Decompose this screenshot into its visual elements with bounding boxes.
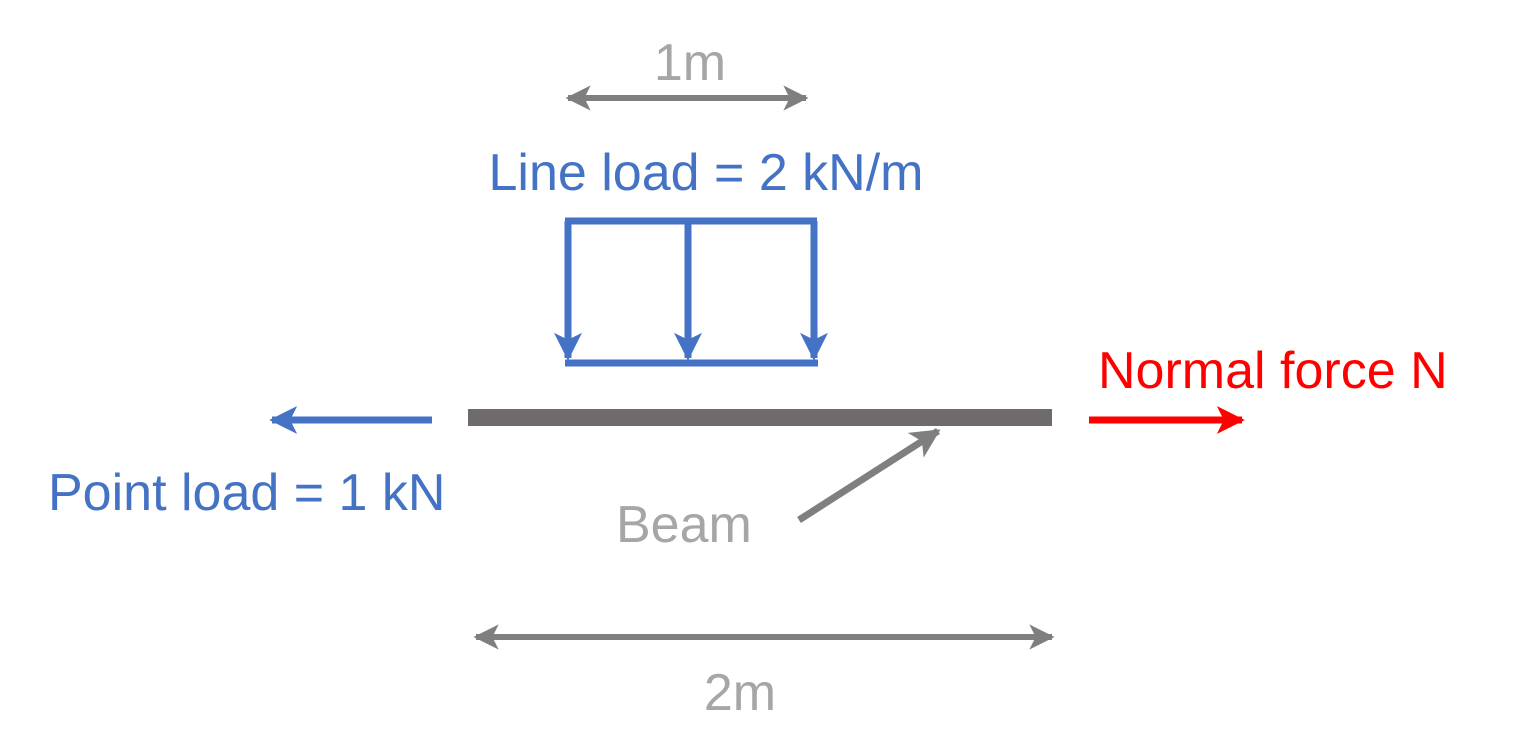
dimension-2m: 2m (473, 624, 1055, 722)
dimension-1m-label: 1m (654, 34, 726, 92)
point-load-label: Point load = 1 kN (48, 464, 445, 522)
beam (468, 409, 1052, 426)
dimension-1m: 1m (565, 34, 809, 111)
dimension-2m-label: 2m (704, 664, 776, 722)
line-load-label: Line load = 2 kN/m (488, 144, 923, 202)
beam-pointer-arrow-icon (797, 428, 941, 523)
normal-force-label: Normal force N (1098, 342, 1448, 400)
line-load-arrows (554, 217, 828, 367)
beam-label: Beam (616, 496, 752, 554)
